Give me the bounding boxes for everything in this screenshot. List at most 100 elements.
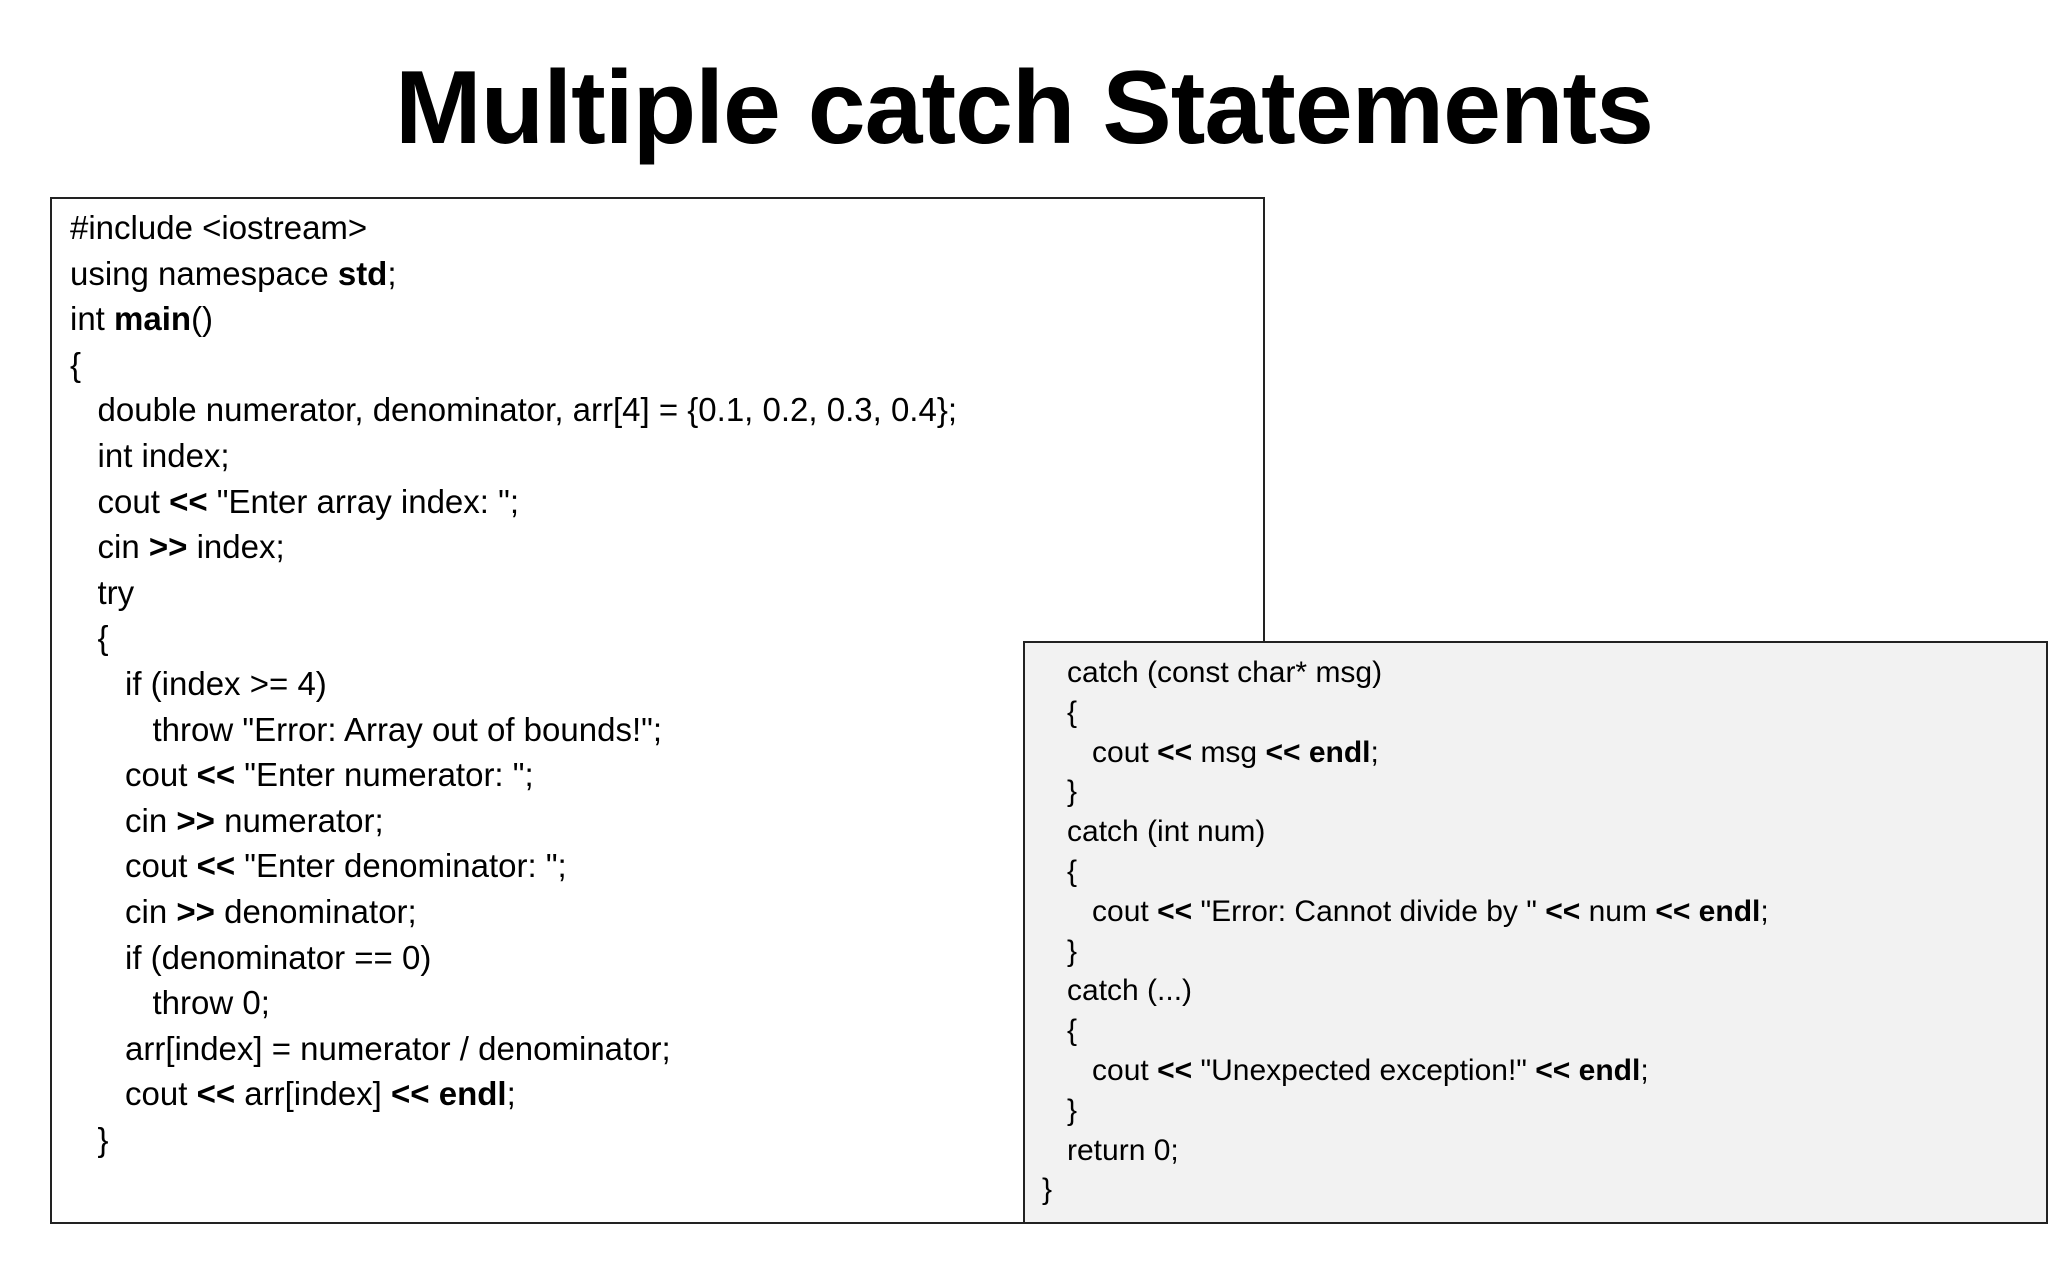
code-segment: denominator; bbox=[214, 892, 417, 930]
code-segment: catch (int num) bbox=[1042, 815, 1266, 849]
code-line: #include <iostream> bbox=[70, 205, 1263, 251]
code-line: return 0; bbox=[1042, 1131, 2046, 1171]
code-segment: } bbox=[70, 1120, 109, 1158]
code-segment: #include <iostream> bbox=[70, 209, 368, 246]
code-segment: msg bbox=[1192, 735, 1266, 769]
code-segment: if (denominator == 0) bbox=[70, 938, 432, 976]
code-segment: { bbox=[1042, 1014, 1078, 1048]
code-line: int main() bbox=[70, 296, 1263, 342]
code-segment: << bbox=[196, 1075, 236, 1113]
code-segment: catch (const char* msg) bbox=[1042, 656, 1383, 689]
code-segment: () bbox=[191, 300, 214, 338]
code-line: } bbox=[1042, 1170, 2046, 1210]
code-segment: "Enter denominator: "; bbox=[235, 847, 567, 885]
code-segment: return 0; bbox=[1042, 1133, 1179, 1167]
code-segment: num bbox=[1580, 894, 1656, 928]
code-line: { bbox=[1042, 1011, 2046, 1051]
code-line: { bbox=[70, 342, 1263, 388]
code-segment: ; bbox=[387, 254, 397, 292]
code-line: throw 0; bbox=[70, 980, 1263, 1026]
code-segment: } bbox=[1042, 1093, 1078, 1127]
code-segment: ; bbox=[1760, 894, 1769, 928]
code-segment: ; bbox=[1640, 1053, 1649, 1087]
code-line: cout << "Enter array index: "; bbox=[70, 479, 1263, 525]
code-segment: } bbox=[1042, 775, 1078, 809]
code-line: cout << msg << endl; bbox=[1042, 733, 2046, 773]
code-segment: } bbox=[1042, 1173, 1053, 1207]
code-segment: catch (...) bbox=[1042, 974, 1193, 1008]
code-line: { bbox=[1042, 852, 2046, 892]
code-segment: int index; bbox=[70, 436, 230, 474]
code-segment: try bbox=[70, 573, 135, 611]
catch-code-block: catch (const char* msg) { cout << msg <<… bbox=[1023, 641, 2048, 1224]
code-line: cin >> denominator; bbox=[70, 889, 1263, 935]
code-line: try bbox=[70, 570, 1263, 616]
code-line: { bbox=[1042, 693, 2046, 733]
code-segment: throw "Error: Array out of bounds!"; bbox=[70, 710, 663, 748]
code-segment: { bbox=[1042, 695, 1078, 729]
code-line: cout << "Error: Cannot divide by " << nu… bbox=[1042, 892, 2046, 932]
code-line: arr[index] = numerator / denominator; bbox=[70, 1026, 1263, 1072]
code-segment: << bbox=[1157, 1053, 1193, 1087]
code-segment: "Unexpected exception!" bbox=[1192, 1053, 1536, 1087]
code-segment: main bbox=[114, 300, 192, 338]
code-segment: >> bbox=[176, 801, 215, 839]
code-segment: cout bbox=[70, 1075, 197, 1113]
code-segment: "Error: Cannot divide by " bbox=[1192, 894, 1546, 928]
code-segment: << endl bbox=[391, 1075, 507, 1113]
code-line: throw "Error: Array out of bounds!"; bbox=[70, 707, 1263, 753]
code-line: { bbox=[70, 615, 1263, 661]
code-line: cout << "Enter denominator: "; bbox=[70, 843, 1263, 889]
code-line: } bbox=[70, 1117, 1263, 1163]
code-segment: "Enter array index: "; bbox=[207, 482, 519, 520]
code-line: cin >> index; bbox=[70, 524, 1263, 570]
code-segment: arr[index] bbox=[235, 1075, 392, 1113]
code-segment: << bbox=[1545, 894, 1581, 928]
code-segment: cin bbox=[70, 528, 149, 566]
code-segment: >> bbox=[176, 892, 215, 930]
code-segment: int bbox=[70, 300, 115, 338]
code-segment: << endl bbox=[1265, 735, 1371, 769]
code-segment: << bbox=[1157, 894, 1193, 928]
code-segment: ; bbox=[1370, 735, 1379, 769]
code-segment: cin bbox=[70, 801, 177, 839]
code-line: using namespace std; bbox=[70, 251, 1263, 297]
code-segment: cout bbox=[1042, 735, 1158, 769]
code-line: } bbox=[1042, 772, 2046, 812]
code-line: cout << "Unexpected exception!" << endl; bbox=[1042, 1051, 2046, 1091]
code-segment: << bbox=[196, 847, 236, 885]
code-line: double numerator, denominator, arr[4] = … bbox=[70, 387, 1263, 433]
code-segment: double numerator, denominator, arr[4] = … bbox=[70, 391, 958, 429]
code-line: } bbox=[1042, 1091, 2046, 1131]
code-segment: std bbox=[337, 254, 388, 292]
code-segment: << endl bbox=[1655, 894, 1761, 928]
code-segment: << endl bbox=[1535, 1053, 1641, 1087]
code-line: } bbox=[1042, 932, 2046, 972]
code-segment: << bbox=[169, 482, 208, 520]
code-segment: cin bbox=[70, 892, 177, 930]
code-segment: using namespace bbox=[70, 254, 338, 292]
code-segment: { bbox=[70, 619, 109, 657]
code-segment: arr[index] = numerator / denominator; bbox=[70, 1029, 671, 1067]
slide-title: Multiple catch Statements bbox=[395, 50, 1654, 166]
code-segment: ; bbox=[506, 1075, 516, 1113]
code-segment: } bbox=[1042, 934, 1078, 968]
code-segment: << bbox=[1157, 735, 1193, 769]
code-line: cin >> numerator; bbox=[70, 798, 1263, 844]
code-segment: { bbox=[1042, 854, 1078, 888]
code-segment: cout bbox=[70, 482, 170, 520]
code-line: if (index >= 4) bbox=[70, 661, 1263, 707]
code-segment: "Enter numerator: "; bbox=[235, 756, 534, 794]
code-segment: cout bbox=[70, 847, 197, 885]
code-segment: cout bbox=[1042, 894, 1158, 928]
code-line: catch (int num) bbox=[1042, 812, 2046, 852]
code-segment: >> bbox=[148, 528, 188, 566]
code-line: catch (...) bbox=[1042, 971, 2046, 1011]
code-segment: throw 0; bbox=[70, 984, 270, 1022]
code-segment: cout bbox=[1042, 1053, 1158, 1087]
code-segment: { bbox=[70, 345, 82, 383]
code-segment: numerator; bbox=[214, 801, 384, 839]
code-segment: if (index >= 4) bbox=[70, 664, 327, 702]
code-segment: index; bbox=[187, 528, 285, 566]
code-line: catch (const char* msg) bbox=[1042, 653, 2046, 693]
